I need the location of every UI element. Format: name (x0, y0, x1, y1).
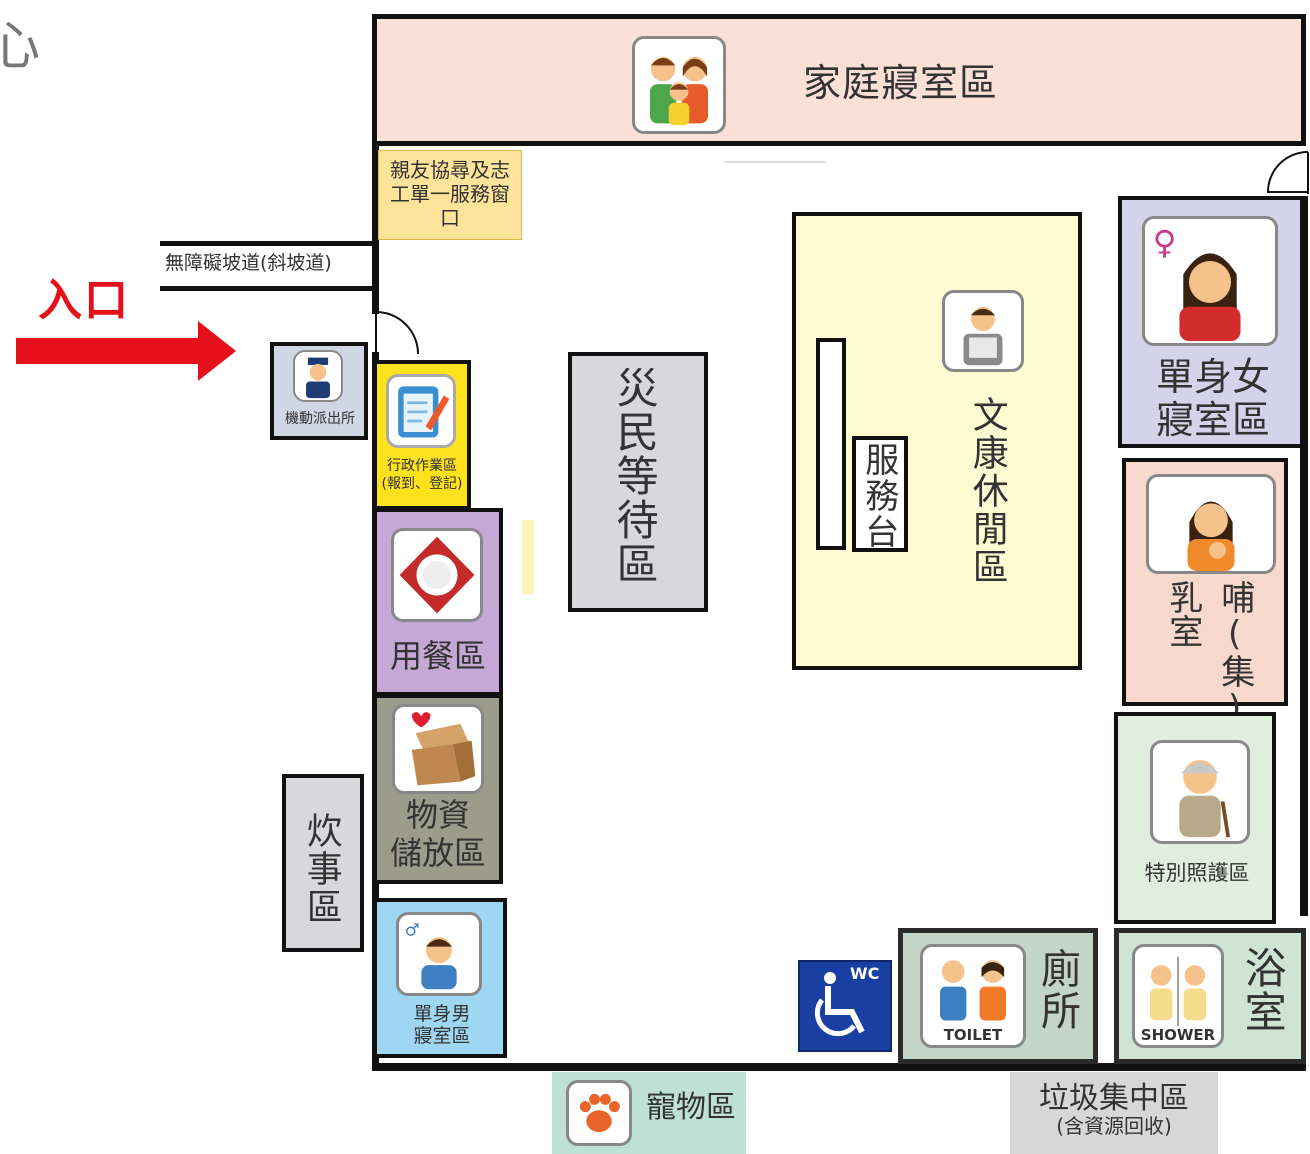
supply-storage-label-line1: 物資 (405, 796, 470, 834)
svg-text:♂: ♂ (405, 919, 420, 939)
entrance-label: 入口 (38, 275, 130, 326)
special-care-label: 特別照護區 (1144, 861, 1250, 885)
wall-left-upper (372, 14, 379, 314)
dining-plate-icon (391, 528, 483, 622)
elderly-person-icon (1150, 740, 1250, 844)
accessible-wc-zone[interactable] (798, 960, 892, 1052)
breastfeeding-icon (1146, 474, 1276, 574)
shower-label: 浴室 (1238, 946, 1288, 1034)
reading-person-icon (942, 290, 1024, 372)
volunteer-window-label: 親友協尋及志工單一服務窗口 (390, 158, 510, 230)
pet-area-label: 寵物區 (646, 1090, 736, 1125)
volunteer-service-window[interactable] (378, 150, 522, 240)
single-female-label-line1: 單身女 (1155, 355, 1270, 399)
supply-boxes-icon (392, 704, 484, 794)
cooking-area-zone[interactable] (282, 774, 364, 952)
ramp-label: 無障礙坡道(斜坡道) (165, 252, 332, 274)
admin-area-label-line1: 行政作業區 (387, 458, 457, 474)
single-male-label: 單身男 寢室區 (378, 1003, 506, 1048)
entrance-door-swing[interactable] (374, 310, 420, 356)
toilet-people-icon (920, 944, 1026, 1048)
recreation-area-label: 文康休閒區 (966, 396, 1008, 586)
accessible-wc-label: WC (850, 964, 880, 983)
single-male-label-line2: 寢室區 (413, 1024, 471, 1047)
wall-bottom (372, 1063, 1306, 1071)
wall-right-lower (1300, 196, 1308, 916)
single-female-label: 單身女 寢室區 (1128, 356, 1298, 441)
waiting-area-marker (522, 520, 534, 594)
wheelchair-icon (806, 966, 886, 1046)
garbage-area-zone[interactable] (1010, 1072, 1218, 1154)
garbage-area-label: 垃圾集中區 (含資源回收) (1014, 1082, 1214, 1137)
family-room-zone[interactable] (372, 14, 1306, 146)
paw-icon (566, 1080, 632, 1146)
evacuee-waiting-label: 災民等待區 (610, 366, 660, 586)
garbage-area-label-line1: 垃圾集中區 (1039, 1081, 1189, 1116)
ramp-wall-bottom (160, 286, 378, 291)
toilet-icon-text: TOILET (943, 1026, 1003, 1044)
single-male-label-line1: 單身男 (413, 1003, 471, 1025)
shower-people-icon (1132, 944, 1224, 1048)
single-female-label-line2: 寢室區 (1155, 397, 1270, 442)
service-desk-counter (816, 338, 846, 550)
nursing-room-label-col2: 乳室 (1162, 580, 1203, 648)
top-left-fragment: 心 (0, 17, 41, 77)
service-desk-zone[interactable] (852, 436, 908, 552)
garbage-area-label-line2: (含資源回收) (1056, 1114, 1172, 1138)
admin-area-label: 行政作業區 (報到、登記) (378, 458, 466, 493)
evacuee-waiting-zone[interactable] (568, 352, 708, 612)
female-person-icon: ♀ (1142, 216, 1278, 346)
admin-area-label-line2: (報到、登記) (381, 475, 463, 492)
supply-storage-label-line2: 儲放區 (389, 834, 486, 873)
dining-area-label: 用餐區 (389, 637, 486, 675)
toilet-label: 廁所 (1034, 948, 1080, 1032)
supply-storage-label: 物資 儲放區 (378, 796, 498, 873)
entrance-arrow-icon (12, 318, 238, 384)
svg-text:♀: ♀ (1153, 223, 1177, 261)
police-post-zone[interactable] (270, 342, 368, 440)
family-room-label: 家庭寢室區 (803, 61, 999, 105)
family-icon (632, 36, 726, 134)
male-person-icon: ♂ (396, 912, 482, 996)
police-post-label: 機動派出所 (285, 411, 355, 427)
police-officer-icon (293, 350, 343, 402)
nursing-room-label-col1: 哺(集) (1214, 580, 1255, 728)
cooking-area-label: 炊事區 (300, 812, 342, 926)
top-divider-line (724, 161, 826, 163)
right-door-swing[interactable] (1266, 150, 1310, 196)
ramp-wall-top (160, 241, 378, 246)
clipboard-icon (386, 374, 456, 448)
service-desk-label: 服務台 (858, 442, 899, 550)
shower-icon-text: SHOWER (1140, 1026, 1216, 1044)
